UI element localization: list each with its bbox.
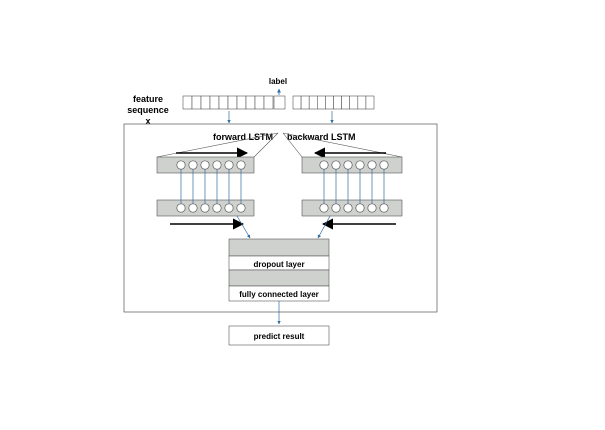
lstm-cell-node (379, 203, 389, 213)
lstm-cell-node (331, 160, 341, 170)
lstm-cell-node (200, 160, 210, 170)
sequence-cell (209, 95, 220, 110)
sequence-cell (341, 95, 351, 110)
lstm-cell-node (319, 160, 329, 170)
lstm-cell-node (212, 160, 222, 170)
lstm-cell-node (379, 160, 389, 170)
sequence-cell (300, 95, 310, 110)
sequence-cell (365, 95, 375, 110)
backward-cell-connections (323, 166, 385, 206)
lstm-cell-node (176, 160, 186, 170)
sequence-cell (316, 95, 326, 110)
label-cell (273, 95, 286, 110)
sequence-cell (263, 95, 274, 110)
predict-result-label: predict result (254, 332, 305, 341)
lstm-cell-node (355, 203, 365, 213)
lstm-cell-node (355, 160, 365, 170)
sequence-cell (182, 95, 193, 110)
feature-sequence-label-line1: feature (133, 94, 163, 104)
forward-input-sequence (182, 95, 274, 110)
model-container (123, 123, 438, 313)
feature-sequence-label-line3: x (145, 116, 150, 126)
forward-to-dropout-arrow (236, 215, 251, 239)
backward-lstm-cells (319, 160, 389, 213)
lstm-cell-node (319, 203, 329, 213)
predict-result-box (228, 325, 330, 346)
sequence-cell (200, 95, 211, 110)
fully-connected-shade (228, 269, 330, 287)
dropout-layer-label: dropout layer (253, 260, 304, 269)
lstm-cell-node (188, 160, 198, 170)
lstm-cell-node (176, 203, 186, 213)
sequence-cell (349, 95, 359, 110)
lstm-cell-node (212, 203, 222, 213)
lstm-cell-node (188, 203, 198, 213)
label-text: label (269, 77, 287, 86)
sequence-cell (308, 95, 318, 110)
lstm-cell-node (236, 160, 246, 170)
backward-to-dropout-arrow (317, 215, 331, 239)
lstm-cell-node (331, 203, 341, 213)
backward-lstm-label: backward LSTM (287, 132, 356, 142)
sequence-cell (292, 95, 302, 110)
sequence-cell (357, 95, 367, 110)
sequence-cell (333, 95, 342, 110)
lstm-cell-node (224, 203, 234, 213)
forward-lstm-label: forward LSTM (213, 132, 273, 142)
sequence-cell (227, 95, 238, 110)
feature-sequence-label-line2: sequence (127, 105, 169, 115)
lstm-cell-node (200, 203, 210, 213)
sequence-cell (325, 95, 334, 110)
lstm-cell-node (236, 203, 246, 213)
lstm-cell-node (343, 203, 353, 213)
sequence-cell (236, 95, 247, 110)
lstm-cell-node (224, 160, 234, 170)
sequence-cell (191, 95, 202, 110)
forward-cell-connections (180, 166, 242, 206)
sequence-cell (218, 95, 229, 110)
dropout-shade (228, 238, 330, 257)
backward-input-sequence (292, 95, 375, 110)
forward-lstm-cells (176, 160, 246, 213)
fully-connected-layer-label: fully connected layer (239, 290, 319, 299)
lstm-cell-node (367, 203, 377, 213)
sequence-cell (254, 95, 265, 110)
lstm-cell-node (343, 160, 353, 170)
lstm-cell-node (367, 160, 377, 170)
sequence-cell (245, 95, 256, 110)
